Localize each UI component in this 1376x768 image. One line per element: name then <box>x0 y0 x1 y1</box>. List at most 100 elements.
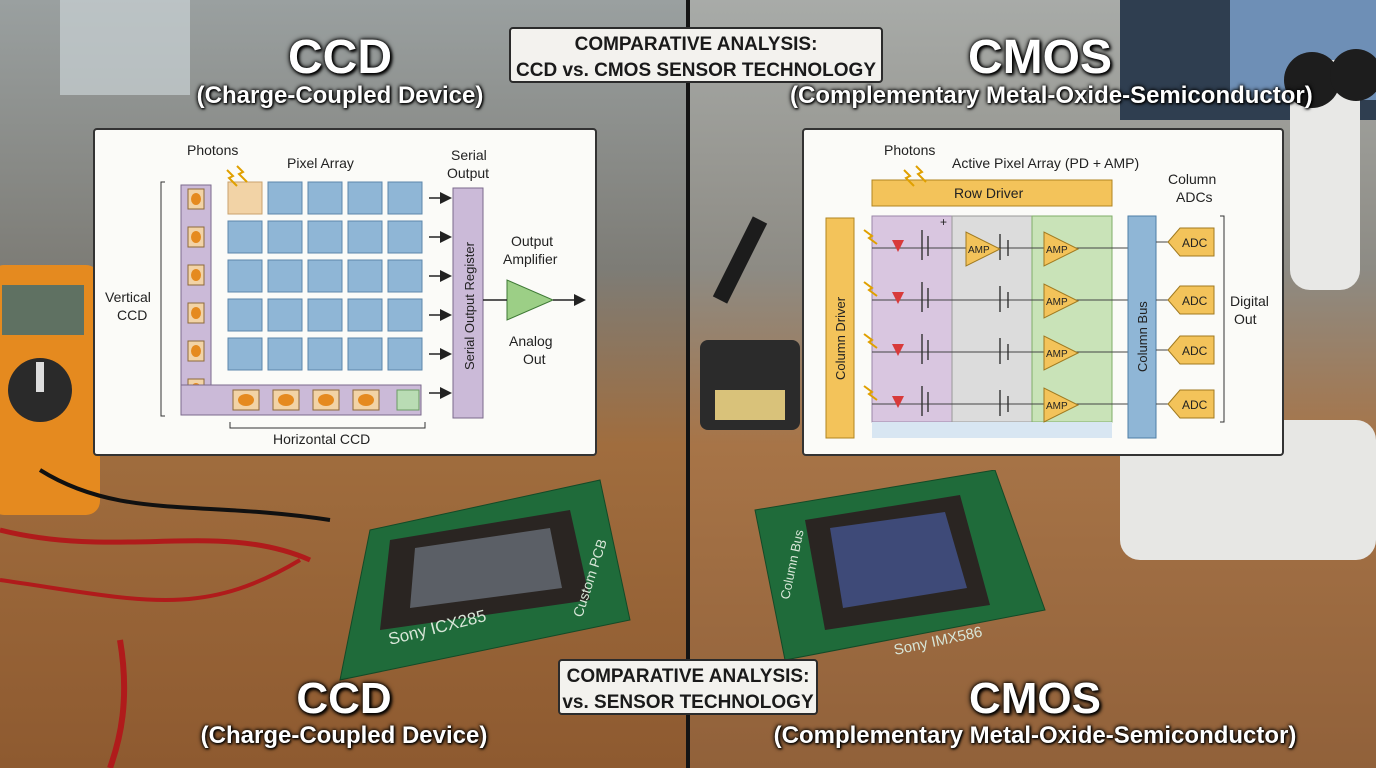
charge-packet <box>191 307 201 319</box>
amp-symbol <box>1043 335 1080 371</box>
amp-symbol <box>965 231 1002 267</box>
ccd-pixel <box>267 298 303 332</box>
ccd-pixel <box>347 220 383 254</box>
charge-packet <box>238 394 254 406</box>
column-adcs-label-2: ADCs <box>1176 189 1213 205</box>
cmos-bottom-subtitle: (Complementary Metal-Oxide-Semiconductor… <box>773 722 1297 749</box>
transistor-symbol <box>999 234 1009 260</box>
amp-label: AMP <box>1046 245 1068 256</box>
adc-label: ADC <box>1182 236 1208 250</box>
charge-packet <box>318 394 334 406</box>
serial-register-label: Serial Output Register <box>462 241 477 370</box>
ccd-pixel <box>387 181 423 215</box>
top-banner-line2: CCD vs. CMOS SENSOR TECHNOLOGY <box>516 60 876 81</box>
cmos-sensor-board: Sony IMX586 Column Bus <box>754 470 1046 661</box>
ccd-pixel <box>307 220 343 254</box>
charge-packet <box>191 193 201 205</box>
ccd-pixel <box>267 220 303 254</box>
column-bus-bar <box>1127 215 1157 439</box>
photodiode-symbol <box>892 396 904 408</box>
amp-label: AMP <box>1046 297 1068 308</box>
output-amp-label-2: Amplifier <box>503 251 558 267</box>
horizontal-ccd-label: Horizontal CCD <box>273 431 370 447</box>
photodiode-symbol <box>892 240 904 252</box>
column-driver-bar <box>825 217 855 439</box>
analog-out-label-2: Out <box>523 351 546 367</box>
transistor-symbol <box>921 282 929 312</box>
photodiode-symbol <box>892 344 904 356</box>
transistor-symbol <box>921 386 929 416</box>
adc-label: ADC <box>1182 398 1208 412</box>
column-adcs-label-1: Column <box>1168 171 1216 187</box>
ccd-row-arrows <box>429 192 452 399</box>
pixel-array-label: Pixel Array <box>287 155 354 171</box>
ccd-pixel <box>307 337 343 371</box>
column-adc-stack: ADC ADC ADC ADC <box>1156 227 1215 419</box>
ccd-photons-label: Photons <box>187 142 238 158</box>
photon-arrow <box>863 333 878 349</box>
ccd-pixel-array <box>227 181 423 371</box>
pixel-ellipsis-row <box>872 422 1112 438</box>
photon-arrow <box>863 281 878 297</box>
ccd-pixel <box>387 337 423 371</box>
amp-symbol <box>1043 387 1080 423</box>
vertical-ccd-label-1: Vertical <box>105 289 151 305</box>
ccd-pixel <box>307 181 343 215</box>
top-comparison-banner: COMPARATIVE ANALYSIS: CCD vs. CMOS SENSO… <box>509 27 883 83</box>
adc-label: ADC <box>1182 294 1208 308</box>
split-divider <box>686 0 690 768</box>
plus-sign: + <box>940 215 947 229</box>
active-pixel-array-label: Active Pixel Array (PD + AMP) <box>952 155 1139 171</box>
adc-label: ADC <box>1182 344 1208 358</box>
transistor-symbol <box>921 334 929 364</box>
row-driver-label: Row Driver <box>954 185 1024 201</box>
ccd-architecture-diagram: Serial Output Register Photons Pixel Arr… <box>105 142 586 447</box>
ccd-subtitle: (Charge-Coupled Device) <box>196 82 484 109</box>
photodiode-region <box>871 215 953 423</box>
digital-out-label-1: Digital <box>1230 293 1269 309</box>
bottom-banner-line2: vs. SENSOR TECHNOLOGY <box>562 692 814 713</box>
ccd-pixel <box>347 259 383 293</box>
cmos-bottom-title: CMOS <box>969 674 1101 723</box>
bottom-banner-line1: COMPARATIVE ANALYSIS: <box>566 666 810 687</box>
amp-symbol <box>1043 283 1080 319</box>
cmos-photons-label: Photons <box>884 142 935 158</box>
cmos-title: CMOS <box>968 31 1112 84</box>
ccd-pixel <box>387 220 423 254</box>
ccd-pixel <box>267 181 303 215</box>
ccd-pixel <box>307 298 343 332</box>
serial-output-label-1: Serial <box>451 147 487 163</box>
column-bus-label: Column Bus <box>1135 301 1150 372</box>
adc-block <box>1167 335 1215 365</box>
amp-label: AMP <box>1046 349 1068 360</box>
charge-packet <box>191 269 201 281</box>
ccd-pixel <box>387 259 423 293</box>
ccd-pixel <box>347 298 383 332</box>
photon-arrow <box>863 385 878 401</box>
top-banner-line1: COMPARATIVE ANALYSIS: <box>574 34 818 55</box>
vertical-ccd-label-2: CCD <box>117 307 147 323</box>
ccd-bottom-subtitle: (Charge-Coupled Device) <box>200 722 488 749</box>
ccd-pixel <box>227 298 263 332</box>
cmos-subtitle: (Complementary Metal-Oxide-Semiconductor… <box>790 82 1313 109</box>
output-node-cell <box>396 389 420 411</box>
adc-block <box>1167 389 1215 419</box>
ccd-diagram-panel: Serial Output Register Photons Pixel Arr… <box>93 128 597 456</box>
digital-out-label-2: Out <box>1234 311 1257 327</box>
cmos-architecture-diagram: Row Driver Column Driver AMPAMPAMPAMPAMP… <box>825 142 1269 439</box>
horizontal-ccd-row <box>180 384 422 416</box>
ccd-pixel <box>347 181 383 215</box>
ccd-sensor-board: Sony ICX285 Custom PCB <box>339 479 631 681</box>
charge-packet <box>191 345 201 357</box>
amp-label: AMP <box>968 245 990 256</box>
horizontal-ccd-cells <box>232 389 420 411</box>
ccd-pixel <box>347 337 383 371</box>
adc-block <box>1167 227 1215 257</box>
column-driver-label: Column Driver <box>833 296 848 380</box>
charge-packet <box>358 394 374 406</box>
ccd-pixel <box>387 298 423 332</box>
